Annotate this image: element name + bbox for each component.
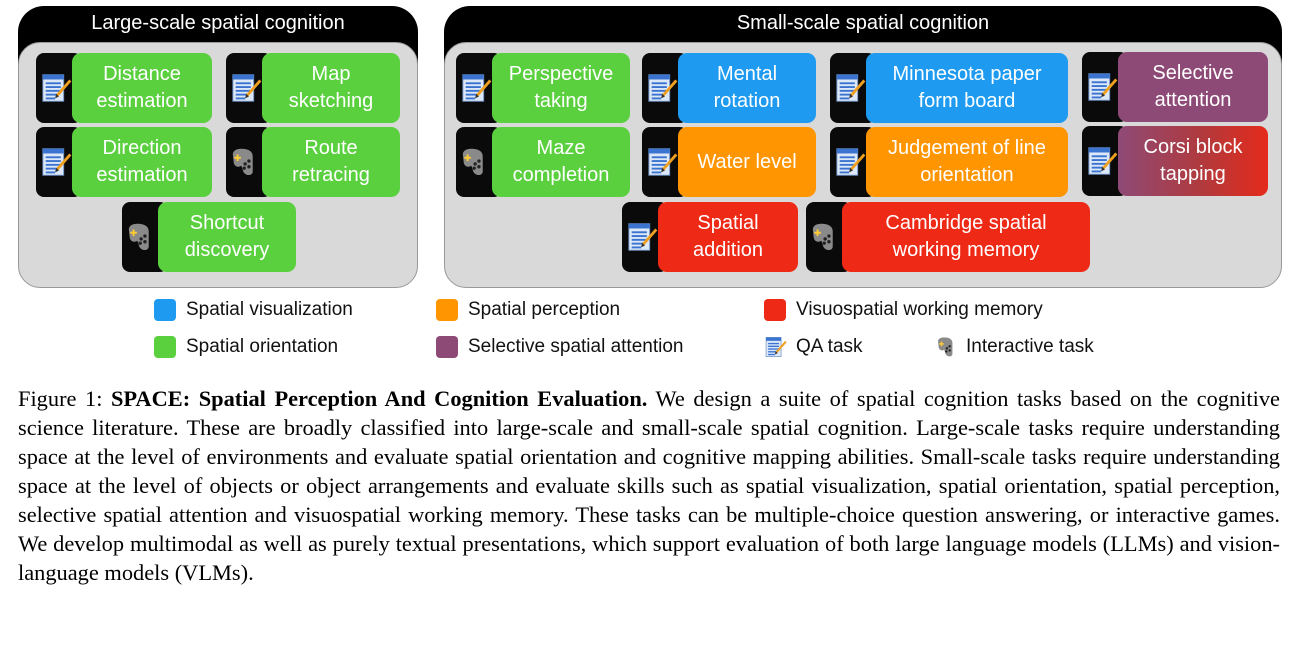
task-label: Direction estimation bbox=[72, 127, 212, 197]
task-label: Shortcut discovery bbox=[158, 202, 296, 272]
document-pencil-icon bbox=[834, 72, 870, 104]
legend-label: Interactive task bbox=[966, 336, 1094, 357]
gamepad-icon bbox=[126, 221, 162, 253]
document-pencil-icon bbox=[1086, 71, 1122, 103]
task-label: Spatial addition bbox=[658, 202, 798, 272]
gamepad-icon bbox=[230, 146, 266, 178]
task-minnesota-paper-form-board: Minnesota paper form board bbox=[830, 53, 1068, 123]
task-maze-completion: Maze completion bbox=[456, 127, 630, 197]
document-pencil-icon bbox=[40, 72, 76, 104]
legend-label: Selective spatial attention bbox=[468, 336, 684, 357]
document-pencil-icon bbox=[764, 335, 790, 359]
gamepad-icon bbox=[460, 146, 496, 178]
document-pencil-icon bbox=[230, 72, 266, 104]
task-perspective-taking: Perspective taking bbox=[456, 53, 630, 123]
legend-swatch bbox=[154, 336, 176, 358]
legend-qa-task: QA task bbox=[764, 335, 863, 359]
task-label: Perspective taking bbox=[492, 53, 630, 123]
task-map-sketching: Map sketching bbox=[226, 53, 400, 123]
legend-swatch bbox=[436, 336, 458, 358]
legend-label: Spatial orientation bbox=[186, 336, 339, 357]
caption-text: We design a suite of spatial cognition t… bbox=[18, 386, 1280, 585]
document-pencil-icon bbox=[460, 72, 496, 104]
task-spatial-addition: Spatial addition bbox=[622, 202, 798, 272]
task-label: Distance estimation bbox=[72, 53, 212, 123]
document-pencil-icon bbox=[646, 146, 682, 178]
task-label: Corsi block tapping bbox=[1118, 126, 1268, 196]
legend-visuospatial-working-memory: Visuospatial working memory bbox=[764, 298, 1043, 322]
legend-label: Spatial visualization bbox=[186, 299, 353, 320]
task-direction-estimation: Direction estimation bbox=[36, 127, 212, 197]
task-mental-rotation: Mental rotation bbox=[642, 53, 816, 123]
large-scale-title: Large-scale spatial cognition bbox=[91, 12, 345, 34]
small-scale-title: Small-scale spatial cognition bbox=[736, 12, 990, 34]
task-route-retracing: Route retracing bbox=[226, 127, 400, 197]
document-pencil-icon bbox=[1086, 145, 1122, 177]
task-label: Cambridge spatial working memory bbox=[842, 202, 1090, 272]
document-pencil-icon bbox=[646, 72, 682, 104]
legend-label: Spatial perception bbox=[468, 299, 621, 320]
legend-selective-spatial-attention: Selective spatial attention bbox=[436, 335, 683, 359]
task-selective-attention: Selective attention bbox=[1082, 52, 1268, 122]
legend-label: QA task bbox=[796, 336, 863, 357]
legend-label: Visuospatial working memory bbox=[796, 299, 1043, 320]
gamepad-icon bbox=[936, 335, 962, 359]
legend-swatch bbox=[764, 299, 786, 321]
task-label: Selective attention bbox=[1118, 52, 1268, 122]
document-pencil-icon bbox=[626, 221, 662, 253]
task-label: Water level bbox=[678, 127, 816, 197]
task-label: Minnesota paper form board bbox=[866, 53, 1068, 123]
task-label: Route retracing bbox=[262, 127, 400, 197]
task-label: Mental rotation bbox=[678, 53, 816, 123]
task-corsi-block-tapping: Corsi block tapping bbox=[1082, 126, 1268, 196]
task-label: Judgement of line orientation bbox=[866, 127, 1068, 197]
task-distance-estimation: Distance estimation bbox=[36, 53, 212, 123]
legend-spatial-visualization: Spatial visualization bbox=[154, 298, 353, 322]
caption-title: SPACE: Spatial Perception And Cognition … bbox=[110, 386, 648, 411]
document-pencil-icon bbox=[40, 146, 76, 178]
task-judgement-of-line-orientation: Judgement of line orientation bbox=[830, 127, 1068, 197]
task-cambridge-spatial-working-memory: Cambridge spatial working memory bbox=[806, 202, 1090, 272]
task-water-level: Water level bbox=[642, 127, 816, 197]
legend-swatch bbox=[436, 299, 458, 321]
task-shortcut-discovery: Shortcut discovery bbox=[122, 202, 296, 272]
legend-spatial-perception: Spatial perception bbox=[436, 298, 620, 322]
caption-label: Figure 1: bbox=[18, 386, 103, 411]
task-label: Map sketching bbox=[262, 53, 400, 123]
legend-spatial-orientation: Spatial orientation bbox=[154, 335, 338, 359]
figure-caption: Figure 1: SPACE: Spatial Perception And … bbox=[18, 384, 1280, 587]
legend-interactive-task: Interactive task bbox=[936, 335, 1094, 359]
legend-swatch bbox=[154, 299, 176, 321]
document-pencil-icon bbox=[834, 146, 870, 178]
task-label: Maze completion bbox=[492, 127, 630, 197]
gamepad-icon bbox=[810, 221, 846, 253]
